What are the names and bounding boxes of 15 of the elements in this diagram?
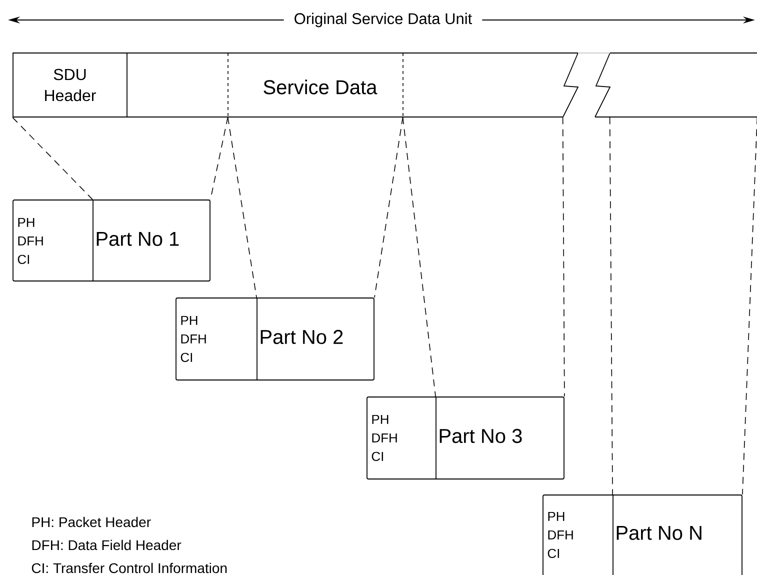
packet-box: PH DFH CI Part No 3: [366, 396, 564, 480]
dashed-line: [402, 116, 436, 397]
packet-box: PH DFH CI Part No 1: [12, 200, 210, 282]
dimension-label: Original Service Data Unit: [284, 10, 482, 30]
dashed-line: [12, 117, 93, 200]
dashed-line: [227, 116, 257, 298]
dashed-line: [562, 116, 565, 397]
dashed-line: [609, 116, 613, 495]
legend-text: PH: Packet Header: [32, 516, 151, 528]
legend-text: DFH: Data Field Header: [32, 540, 182, 550]
legend-text: CI: Transfer Control Information: [32, 562, 227, 574]
dashed-line: [374, 116, 404, 298]
header-cell: SDU Header: [12, 52, 128, 118]
packet-box: PH DFH CI Part No 2: [176, 298, 374, 380]
packet-box: PH DFH CI Part No N: [542, 494, 742, 575]
